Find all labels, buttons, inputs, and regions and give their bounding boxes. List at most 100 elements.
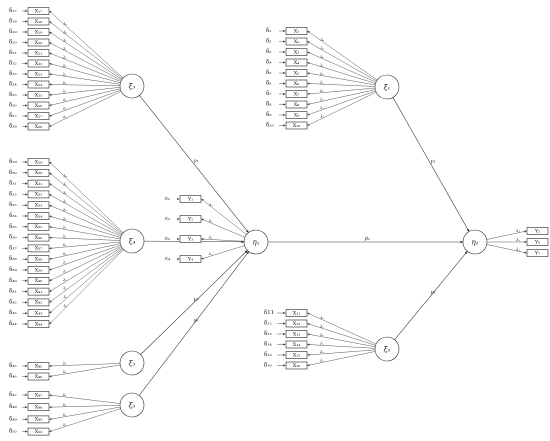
indicator-box: [285, 69, 308, 77]
indicator-box: [285, 90, 308, 98]
error-term: δ₆: [266, 81, 272, 87]
indicator-box: [27, 169, 50, 177]
arrows-layer: λₓλₓλₓλₓλₓλₓλₓλₓλₓλₓλₓλₓλₓλₓλₓλₓλₓλₓλₓλₓ…: [22, 9, 527, 433]
loading-arrow: [49, 194, 122, 236]
error-term: δ₃₇: [9, 245, 18, 251]
error-term: δ₂₅: [9, 92, 17, 98]
loading-arrow: [201, 245, 245, 260]
error-term: ε₄: [165, 256, 171, 262]
indicator-box: [27, 287, 50, 296]
loading-label: λₓ: [62, 64, 67, 68]
error-term: δ₁₃: [264, 331, 272, 337]
loading-label: λₓ: [62, 243, 67, 247]
indicator-box: [285, 37, 308, 46]
latent-eta2: [462, 229, 488, 255]
error-term: δ₂₇: [9, 113, 18, 119]
loading-arrow: [49, 406, 121, 421]
loading-arrow: [49, 42, 122, 81]
loading-label: λₓ: [319, 333, 324, 337]
indicator-label: X₄₁: [35, 289, 43, 295]
loading-arrow: [307, 323, 376, 346]
indicator-box: [27, 320, 50, 328]
indicator-box: [285, 27, 308, 35]
loading-label: λₓ: [63, 304, 68, 308]
error-term: δ₂: [266, 39, 272, 45]
error-term: δ₄₅: [9, 363, 17, 369]
error-term: δ₄₀: [9, 278, 18, 284]
indicator-label: X₃₄: [35, 213, 43, 219]
indicator-label: X₃₅: [35, 224, 43, 230]
indicator-box: [179, 235, 202, 243]
indicator-label: X₃₇: [35, 246, 43, 252]
error-term: δ₉: [266, 112, 272, 118]
loading-arrow: [307, 51, 377, 83]
loading-label: λₓ: [320, 46, 325, 50]
path-coefficient-label: γ₂: [431, 290, 436, 296]
loading-label: λₓ: [319, 342, 324, 346]
error-term: δ₂₂: [9, 61, 17, 67]
structural-path: [140, 250, 248, 355]
indicator-box: [27, 28, 50, 36]
error-term: δ₃₀: [9, 170, 18, 176]
loading-arrow: [49, 364, 121, 378]
loading-arrow: [49, 241, 121, 250]
latent-xi1: [374, 74, 400, 100]
loading-arrow: [307, 349, 376, 356]
loading-label: λₓ: [62, 370, 67, 374]
loading-label: λₓ: [62, 200, 67, 204]
loading-label: λₓ: [62, 278, 67, 282]
loading-arrow: [307, 343, 376, 349]
loading-label: λₓ: [319, 80, 324, 84]
indicator-label: X₄₀: [35, 278, 43, 284]
error-term: δ₁₀: [266, 123, 275, 129]
indicator-label: Y₁: [187, 196, 193, 202]
error-term: δ₈: [266, 102, 272, 108]
indicator-label: X₁₉: [35, 29, 43, 35]
indicator-box: [27, 17, 50, 26]
loading-label: λₓ: [62, 287, 67, 291]
indicator-box: [27, 59, 50, 68]
indicator-box: [285, 79, 308, 88]
indicator-label: Y₂: [187, 216, 193, 222]
loading-label: λₓ: [62, 72, 67, 76]
path-coefficient-label: γ₅: [194, 297, 199, 303]
loading-arrow: [49, 405, 121, 409]
indicator-label: X₁₁: [293, 310, 301, 316]
loading-arrow: [307, 333, 376, 348]
loading-arrow: [49, 215, 121, 238]
indicator-label: X₂₄: [35, 82, 43, 88]
loading-arrow: [49, 87, 121, 96]
indicator-box: [179, 215, 202, 223]
loading-label: λₓ: [319, 114, 324, 118]
indicator-box: [285, 340, 308, 349]
loading-label: λₓ: [62, 191, 67, 195]
error-term: δ₁₉: [9, 29, 18, 35]
loading-label: λₓ: [319, 325, 324, 329]
indicator-label: X₁₈: [35, 19, 43, 25]
error-term: δ₁: [266, 28, 272, 34]
loading-label: λₓ: [62, 234, 67, 238]
indicator-box: [179, 255, 202, 263]
indicator-label: X₃₉: [35, 267, 43, 273]
loading-arrow: [307, 62, 376, 84]
loading-label: λₓ: [62, 226, 67, 230]
indicator-box: [27, 276, 50, 285]
indicator-label: Y₆: [534, 239, 540, 245]
error-term: δ₂₈: [9, 124, 18, 130]
loading-label: λₓ: [62, 39, 67, 43]
indicator-label: X₂: [294, 39, 300, 45]
indicator-box: [285, 361, 308, 370]
structural-path: [139, 251, 249, 396]
error-term: δ₃₄: [9, 213, 18, 219]
indicator-box: [27, 244, 50, 253]
error-term: δ₄₂: [9, 299, 17, 305]
error-term: δ₃₆: [9, 235, 18, 241]
loading-arrow: [49, 89, 121, 117]
error-term: ε₃: [165, 236, 170, 242]
error-term: δ₂₆: [9, 103, 18, 109]
indicator-label: X₂₅: [35, 92, 43, 98]
indicator-label: X₃: [294, 49, 300, 55]
loading-label: λₓ: [62, 30, 67, 34]
indicator-box: [27, 179, 50, 188]
